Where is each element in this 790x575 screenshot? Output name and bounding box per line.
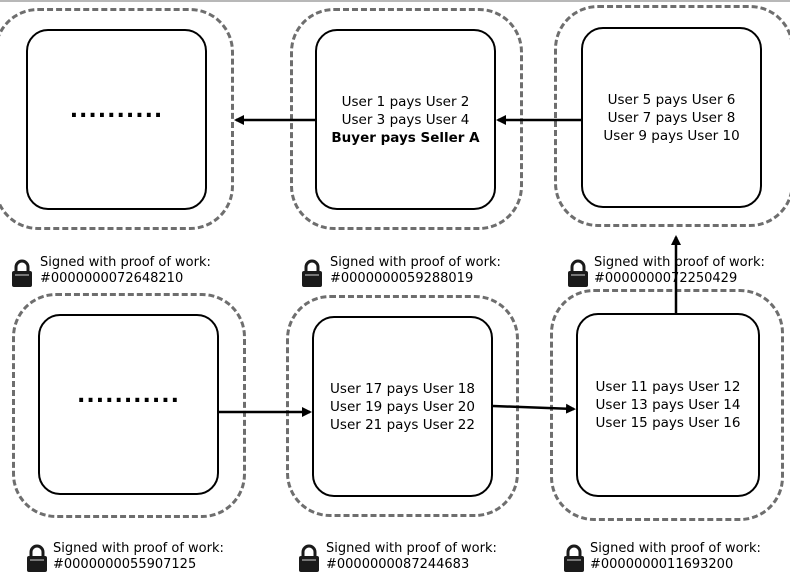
transaction-line: User 15 pays User 16: [595, 415, 741, 431]
signature-hash: #0000000087244683: [326, 557, 470, 572]
block-bottom-left: ...........: [38, 314, 219, 495]
signature-label: Signed with proof of work:: [40, 255, 211, 270]
block-bottom-right: User 11 pays User 12 User 13 pays User 1…: [576, 313, 760, 497]
transaction-line: User 7 pays User 8: [607, 109, 736, 126]
signature-bottom-left: Signed with proof of work: #000000005590…: [53, 541, 224, 573]
block-bottom-middle: User 17 pays User 18 User 19 pays User 2…: [312, 316, 493, 497]
signature-label: Signed with proof of work:: [326, 541, 497, 556]
signature-bottom-right: Signed with proof of work: #000000001169…: [590, 541, 761, 573]
signature-label: Signed with proof of work:: [594, 255, 765, 270]
signature-hash: #0000000011693200: [590, 557, 734, 572]
signature-hash: #0000000059288019: [330, 271, 474, 286]
transaction-line: User 21 pays User 22: [330, 416, 475, 433]
signature-label: Signed with proof of work:: [330, 255, 501, 270]
transaction-line: User 17 pays User 18: [330, 380, 475, 397]
signature-top-middle: Signed with proof of work: #000000005928…: [330, 255, 501, 287]
signature-label: Signed with proof of work:: [590, 541, 761, 556]
signature-top-right: Signed with proof of work: #000000007225…: [594, 255, 765, 287]
block-container-bottom-left: [12, 293, 246, 518]
padlock-icon: [27, 544, 47, 572]
transaction-line: User 9 pays User 10: [603, 127, 740, 144]
ellipsis-dots: ..........: [69, 97, 164, 123]
signature-hash: #0000000072648210: [40, 271, 184, 286]
padlock-icon: [564, 544, 584, 572]
transaction-line: User 11 pays User 12: [595, 379, 741, 395]
transaction-line: User 1 pays User 2: [341, 93, 470, 110]
signature-top-left: Signed with proof of work: #000000007264…: [40, 255, 211, 287]
signature-hash: #0000000072250429: [594, 271, 738, 286]
padlock-icon: [302, 259, 322, 287]
block-container-top-right: [554, 5, 790, 227]
transaction-line: User 5 pays User 6: [607, 91, 736, 108]
block-top-left: ..........: [26, 29, 207, 210]
transaction-line: User 19 pays User 20: [330, 398, 475, 415]
ellipsis-dots: ...........: [77, 382, 180, 408]
signature-label: Signed with proof of work:: [53, 541, 224, 556]
padlock-icon: [12, 259, 32, 287]
block-container-top-left: [0, 8, 234, 230]
transaction-line-highlighted: Buyer pays Seller A: [331, 129, 480, 146]
transaction-line: User 3 pays User 4: [341, 111, 470, 128]
padlock-icon: [299, 544, 319, 572]
padlock-icon: [568, 259, 588, 287]
signature-bottom-middle: Signed with proof of work: #000000008724…: [326, 541, 497, 573]
block-top-middle: User 1 pays User 2 User 3 pays User 4 Bu…: [315, 29, 496, 210]
top-rule: [0, 0, 790, 2]
block-top-right: User 5 pays User 6 User 7 pays User 8 Us…: [581, 27, 762, 208]
transaction-line: User 13 pays User 14: [595, 397, 741, 413]
signature-hash: #0000000055907125: [53, 557, 197, 572]
